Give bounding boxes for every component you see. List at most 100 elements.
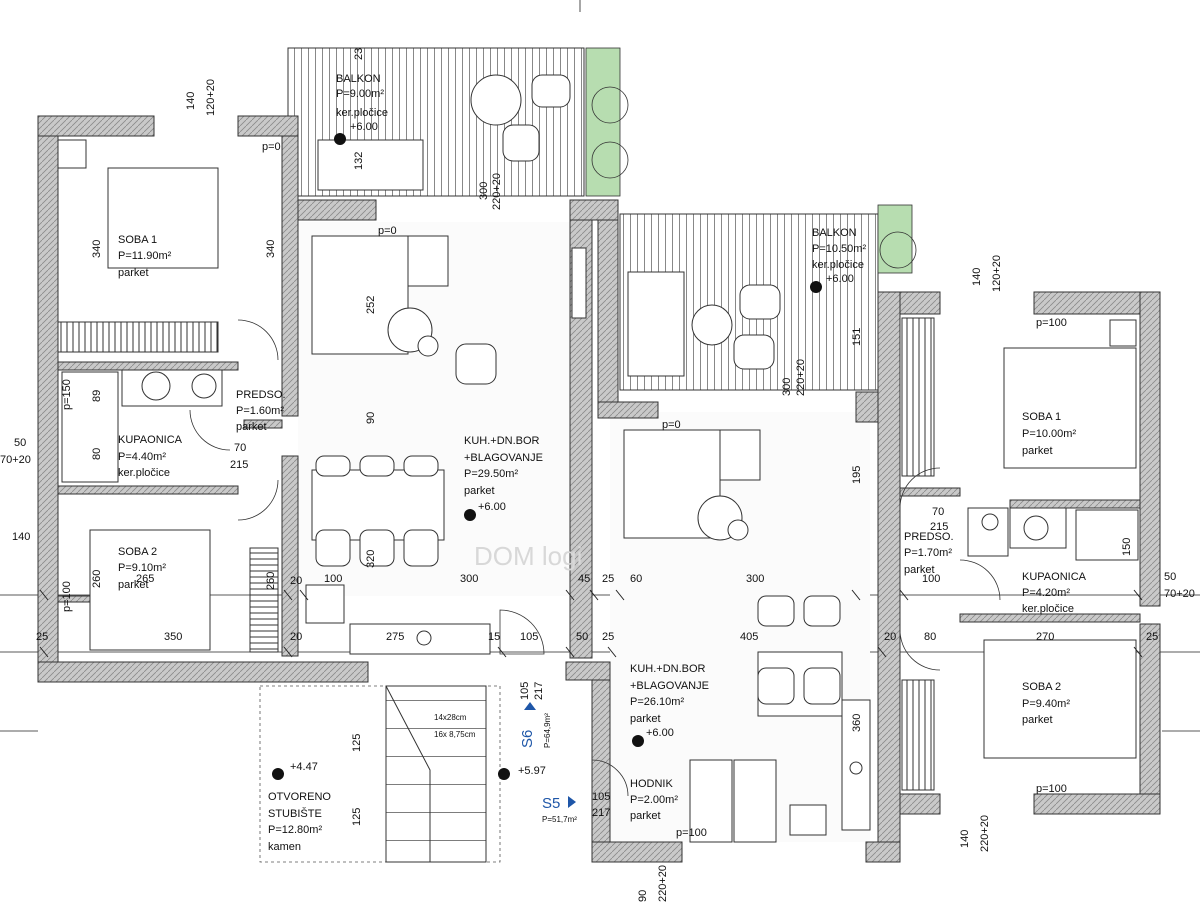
svg-text:60: 60 (630, 573, 642, 585)
svg-text:p=100: p=100 (1036, 783, 1067, 795)
room-name: HODNIK (630, 778, 673, 790)
svg-text:217: 217 (592, 807, 610, 819)
room-name: PREDSO. (236, 389, 286, 401)
svg-text:140: 140 (185, 92, 197, 110)
svg-text:70+20: 70+20 (1164, 588, 1195, 600)
svg-text:p=100: p=100 (61, 581, 73, 612)
living-left-furniture (305, 235, 587, 655)
room-kuhinja-left: KUH.+DN.BOR +BLAGOVANJE P=29.50m² parket… (464, 435, 543, 513)
room-stubiste: +4.47 OTVORENO STUBIŠTE P=12.80m² kamen (268, 761, 331, 853)
svg-text:100: 100 (922, 573, 940, 585)
svg-text:132: 132 (353, 152, 365, 170)
svg-text:265: 265 (136, 573, 154, 585)
room-floor: ker.pločice (118, 467, 170, 479)
room-soba1-left: SOBA 1 P=11.90m² parket (118, 234, 172, 279)
svg-text:105: 105 (519, 682, 531, 700)
room-name: SOBA 2 (118, 546, 157, 558)
svg-text:89: 89 (91, 390, 103, 402)
svg-text:100: 100 (324, 573, 342, 585)
svg-text:405: 405 (740, 631, 758, 643)
unit-area: P=64,9m² (543, 713, 552, 748)
room-area: P=9.00m² (336, 88, 384, 100)
room-floor: parket (464, 485, 495, 497)
room-area: P=26.10m² (630, 696, 684, 708)
svg-text:15: 15 (488, 631, 500, 643)
svg-text:20: 20 (884, 631, 896, 643)
room-kuhinja-right: KUH.+DN.BOR +BLAGOVANJE P=26.10m² parket… (630, 663, 709, 739)
soba1-left-furniture (57, 139, 219, 353)
svg-text:340: 340 (91, 240, 103, 258)
svg-text:120+20: 120+20 (991, 255, 1003, 292)
room-name-2: +BLAGOVANJE (464, 452, 543, 464)
svg-text:270: 270 (1036, 631, 1054, 643)
kupaonica-left-fixtures (61, 369, 223, 483)
room-level: +6.00 (478, 501, 506, 513)
room-area: P=10.00m² (1022, 428, 1076, 440)
room-name: SOBA 1 (1022, 411, 1061, 423)
soba1-right-furniture (901, 317, 1137, 477)
room-floor: kamen (268, 841, 301, 853)
room-balkon-right: BALKON P=10.50m² ker.pločice +6.00 (812, 227, 866, 285)
svg-text:90: 90 (365, 412, 377, 424)
unit-tag: S6 (519, 730, 536, 748)
room-area: P=9.40m² (1022, 698, 1070, 710)
svg-text:340: 340 (265, 240, 277, 258)
room-level: +6.00 (826, 273, 854, 285)
svg-text:120+20: 120+20 (205, 79, 217, 116)
svg-text:215: 215 (230, 459, 248, 471)
svg-text:70: 70 (932, 506, 944, 518)
svg-text:25: 25 (602, 573, 614, 585)
room-name: PREDSO. (904, 531, 954, 543)
room-balkon-left: BALKON P=9.00m² ker.pločice +6.00 (336, 73, 388, 133)
room-hodnik: HODNIK P=2.00m² parket (630, 778, 678, 822)
room-floor: parket (630, 713, 661, 725)
unit-arrow-icon (568, 796, 576, 808)
svg-text:300: 300 (746, 573, 764, 585)
room-floor: parket (1022, 445, 1053, 457)
dimension-ticks (39, 589, 1143, 658)
svg-text:70: 70 (234, 442, 246, 454)
room-area: P=2.00m² (630, 794, 678, 806)
svg-text:360: 360 (851, 714, 863, 732)
room-name: BALKON (336, 73, 381, 85)
room-floor: parket (1022, 714, 1053, 726)
svg-text:140: 140 (959, 830, 971, 848)
room-area: P=4.40m² (118, 451, 166, 463)
svg-text:220+20: 220+20 (795, 359, 807, 396)
svg-text:p=100: p=100 (676, 827, 707, 839)
svg-text:275: 275 (386, 631, 404, 643)
svg-text:220+20: 220+20 (657, 865, 669, 902)
svg-text:p=0: p=0 (662, 419, 681, 431)
svg-text:105: 105 (592, 791, 610, 803)
room-name: BALKON (812, 227, 857, 239)
stair-labels: 14x28cm 16x 8,75cm +5.97 (434, 713, 546, 777)
svg-text:195: 195 (851, 466, 863, 484)
room-soba2-right: SOBA 2 P=9.40m² parket (1022, 681, 1070, 726)
soba2-right-furniture (901, 639, 1137, 791)
svg-text:23: 23 (353, 48, 365, 60)
living-right-furniture (623, 429, 871, 843)
svg-text:20: 20 (290, 631, 302, 643)
svg-text:90: 90 (637, 890, 649, 902)
unit-s5: S5 P=51,7m² (542, 795, 577, 824)
svg-text:p=150: p=150 (61, 379, 73, 410)
svg-text:50: 50 (576, 631, 588, 643)
svg-text:220+20: 220+20 (979, 815, 991, 852)
level-markers (272, 133, 822, 780)
unit-s6: S6 P=64,9m² (519, 702, 552, 748)
svg-text:p=100: p=100 (1036, 317, 1067, 329)
svg-text:p=0: p=0 (262, 141, 281, 153)
room-area: P=11.90m² (118, 250, 172, 262)
room-floor: ker.pločice (1022, 603, 1074, 615)
room-name: SOBA 1 (118, 234, 157, 246)
room-floor: parket (904, 564, 935, 576)
room-floor: parket (236, 421, 267, 433)
svg-text:50: 50 (1164, 571, 1176, 583)
room-name-2: +BLAGOVANJE (630, 680, 709, 692)
svg-text:140: 140 (971, 268, 983, 286)
room-level: +6.00 (350, 121, 378, 133)
svg-text:105: 105 (520, 631, 538, 643)
svg-text:80: 80 (924, 631, 936, 643)
room-floor: ker.pločice (812, 259, 864, 271)
